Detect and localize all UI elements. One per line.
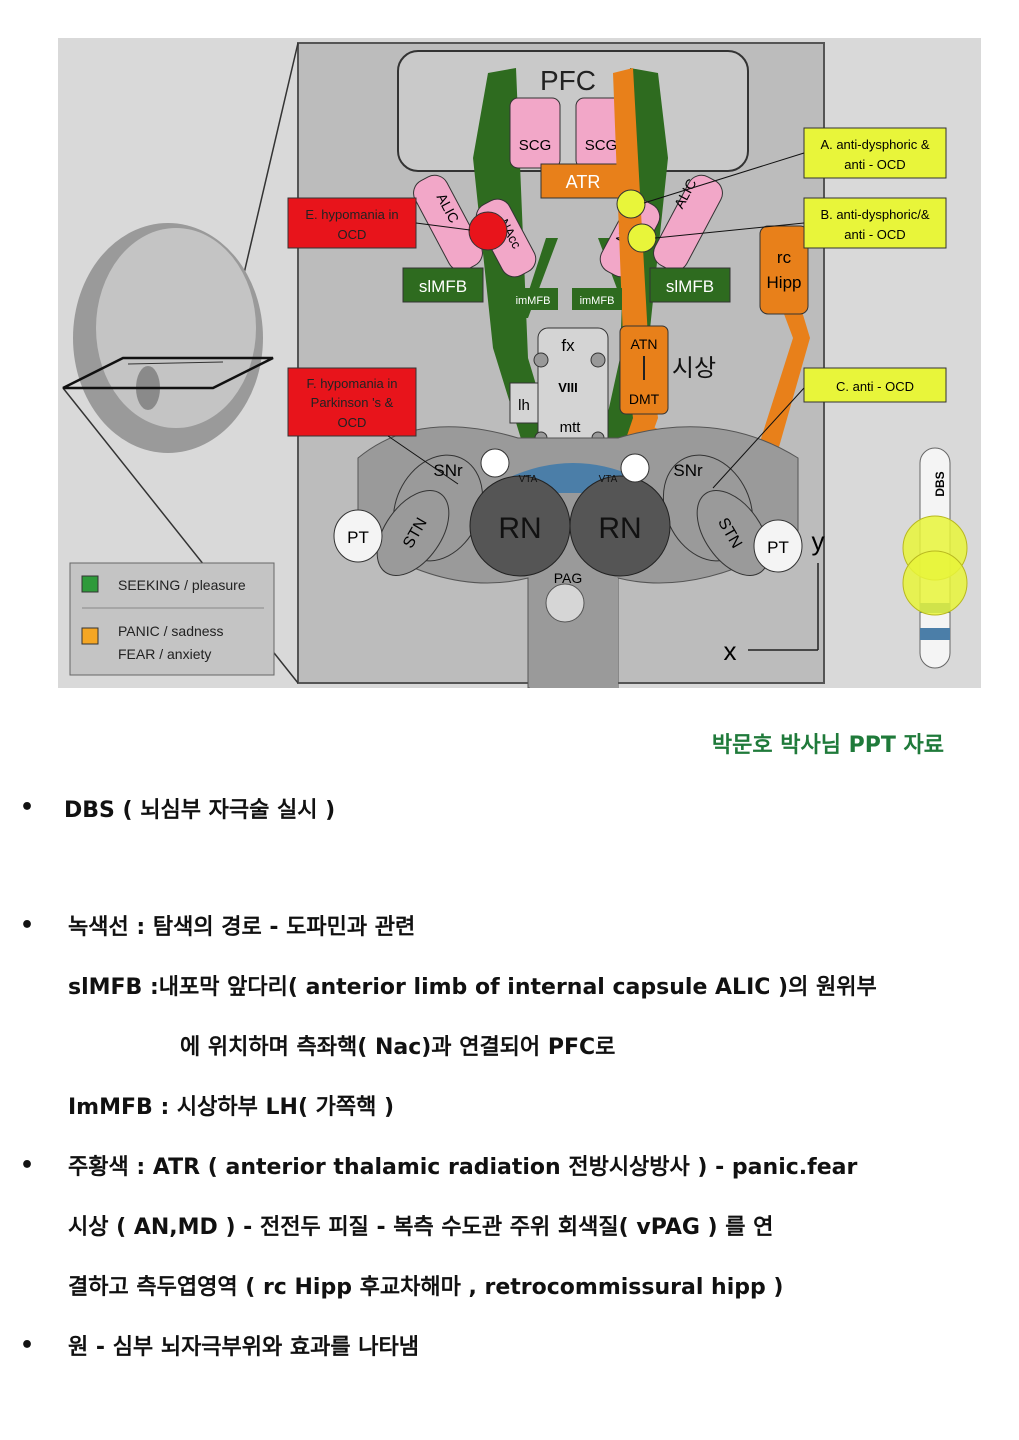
box-b-line1: B. anti-dysphoric/& [820,207,929,222]
box-e-line1: E. hypomania in [305,207,398,222]
atn-label: ATN [631,336,658,352]
line-slmfb-cont: 에 위치하며 측좌핵( Nac)과 연결되어 PFC로 [180,1035,616,1060]
box-b-line2: anti - OCD [844,227,905,242]
box-f [287,367,417,437]
line-dbs: DBS ( 뇌심부 자극술 실시 ) [64,798,336,823]
pt-right-label: PT [767,538,789,557]
line-orange: 주황색 : ATR ( anterior thalamic radiation … [68,1155,858,1180]
bullet-4: • [20,1333,35,1358]
box-b [803,197,947,249]
box-f-line3: OCD [338,415,367,430]
legend-panic-label: PANIC / sadness [118,623,224,639]
atr-box [540,163,626,199]
box-f-line2: Parkinson 's & [311,395,394,410]
rn-right-label: RN [598,512,641,545]
lh-label: lh [518,397,530,414]
legend-fear-label: FEAR / anxiety [118,646,211,662]
snr-left-label: SNr [433,461,463,480]
box-c-label: C. anti - OCD [836,379,914,394]
rn-left-label: RN [498,512,541,545]
line-slmfb: slMFB :내포막 앞다리( anterior limb of interna… [68,975,877,1000]
slmfb-right-label: slMFB [666,277,714,296]
orange-tract-right [633,298,810,468]
target-a-circle [616,189,646,219]
snr-right-label: SNr [673,461,703,480]
axis-y-label: y [812,526,825,556]
line-immfb: ImMFB : 시상하부 LH( 가쪽핵 ) [68,1095,395,1120]
target-b-circle [627,223,657,253]
rc-hipp-label-1: rc [777,248,792,267]
dbs-label: DBS [933,471,947,496]
brain-dbs-figure: PFC SCG SCG ATR ALIC NAcc ALIC NA slMFB … [58,38,981,688]
box-a-line1: A. anti-dysphoric & [820,137,929,152]
slmfb-right-box [649,267,731,303]
target-e-circle [468,211,508,251]
box-e-line2: OCD [338,227,367,242]
head-illustration [62,223,274,453]
dmt-label: DMT [629,391,660,407]
slmfb-left-box [402,267,484,303]
pag-label: PAG [554,570,583,586]
axis-x-label: x [724,636,737,666]
pt-left-label: PT [347,528,369,547]
vta-left-label: VTA [519,474,538,485]
thalamus-kr-label: 시상 [672,354,716,382]
atr-label: ATR [566,172,601,192]
slmfb-left-label: slMFB [419,277,467,296]
scg-right-label: SCG [585,137,618,154]
line-green: 녹색선 : 탐색의 경로 - 도파민과 관련 [68,915,416,940]
brainstem [333,426,803,688]
mtt-label: mtt [560,419,582,436]
figure-caption: 박문호 박사님 PPT 자료 [711,733,944,758]
bullet-3: • [20,1153,35,1178]
bullet-2: • [20,913,35,938]
pfc-label: PFC [540,65,596,96]
immfb-right-box [572,288,622,310]
box-f-line1: F. hypomania in [306,376,397,391]
line-temporal: 결하고 측두엽영역 ( rc Hipp 후교차해마 , retrocommiss… [68,1275,784,1300]
box-a [803,127,947,179]
legend-seeking-label: SEEKING / pleasure [118,577,246,593]
viii-label: VIII [558,380,578,395]
line-circle: 원 - 심부 뇌자극부위와 효과를 나타냄 [68,1335,420,1360]
box-a-line2: anti - OCD [844,157,905,172]
immfb-left-label: imMFB [516,295,551,307]
bullet-1: • [20,795,35,820]
scg-left-label: SCG [519,137,552,154]
xy-axes [748,563,819,651]
legend [69,562,275,676]
dbs-electrode [902,447,968,669]
fx-label: fx [561,336,575,355]
rc-hipp-label-2: Hipp [767,273,802,292]
rc-hipp-box [759,225,809,315]
immfb-left-box [508,288,558,310]
box-c [803,367,947,403]
line-thalamus: 시상 ( AN,MD ) - 전전두 피질 - 복측 수도관 주위 회색질( v… [68,1215,774,1240]
vta-right-label: VTA [599,474,618,485]
immfb-right-label: imMFB [580,295,615,307]
scg-left [509,97,561,169]
